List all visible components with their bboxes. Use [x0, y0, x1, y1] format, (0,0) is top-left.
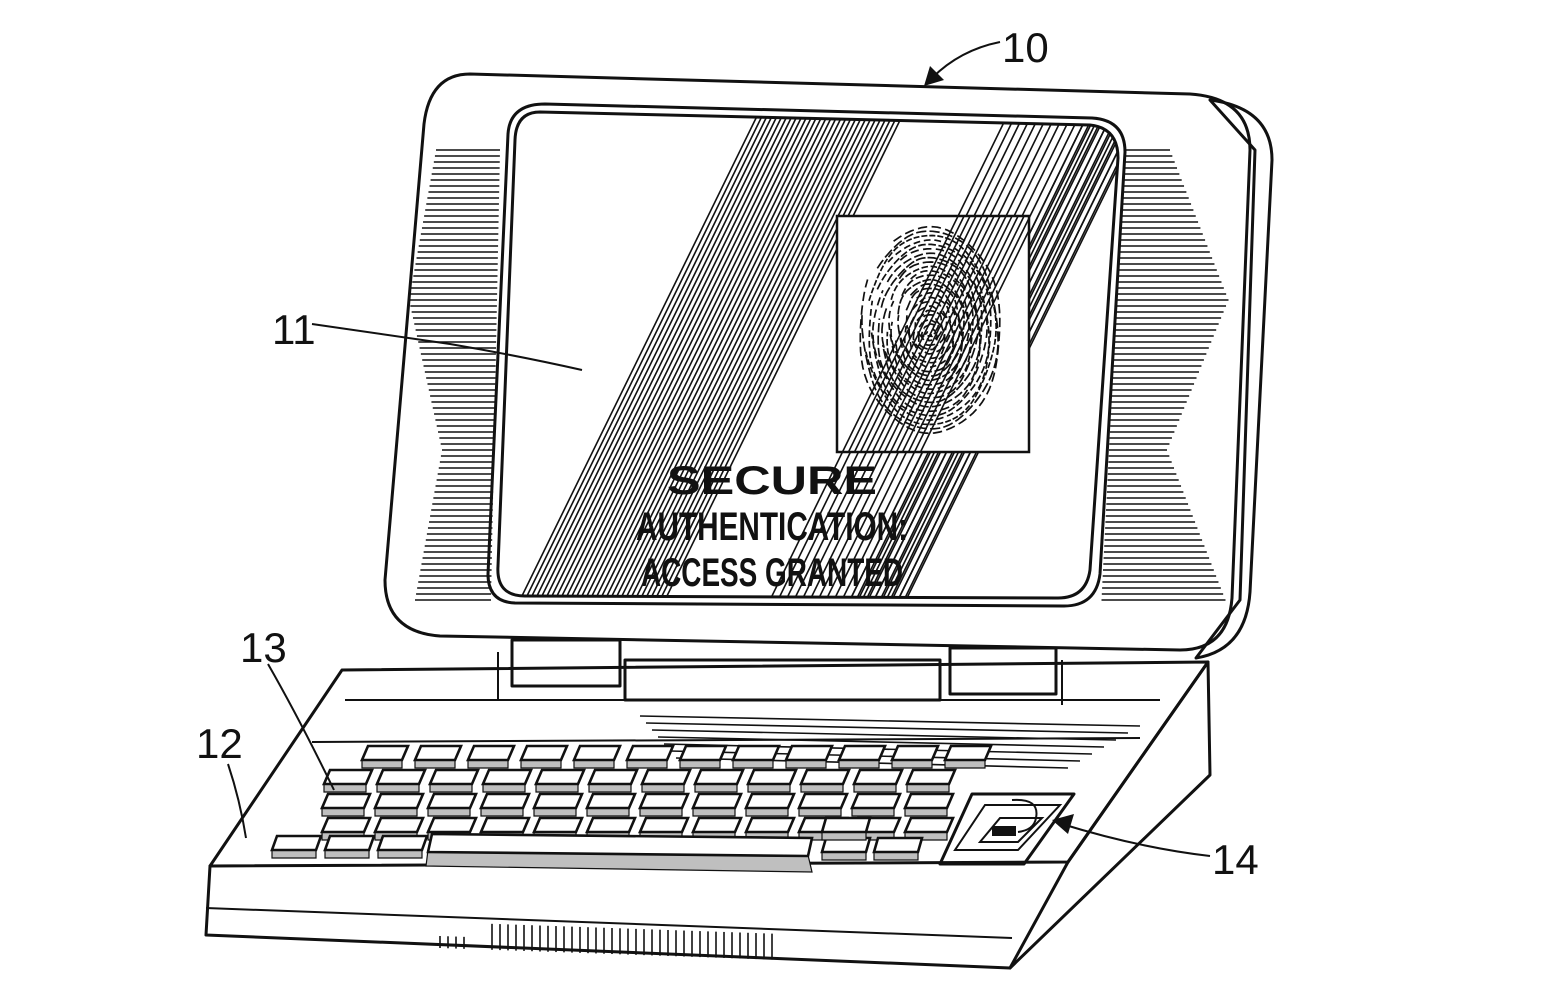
- fingerprint-sensor-icon: [938, 792, 1076, 866]
- key: [572, 744, 622, 769]
- key: [890, 744, 940, 769]
- auth-message-line3: ACCESS GRANTED: [641, 551, 903, 595]
- reference-13: 13: [240, 624, 335, 791]
- display-screen: SECURE AUTHENTICATION: ACCESS GRANTED: [519, 112, 1118, 598]
- key: [585, 792, 637, 817]
- ref-numeral-14: 14: [1212, 836, 1259, 883]
- key: [413, 744, 463, 769]
- ref-numeral-11: 11: [272, 306, 316, 353]
- reference-12: 12: [196, 720, 247, 839]
- key: [850, 792, 902, 817]
- key: [678, 744, 728, 769]
- key: [852, 768, 904, 793]
- fingerprint-window: [835, 214, 1031, 454]
- fingerprint-icon: [859, 225, 1001, 435]
- display-housing: [383, 72, 1274, 660]
- reference-14: 14: [1052, 814, 1259, 883]
- key: [376, 834, 429, 859]
- key: [323, 834, 376, 859]
- key: [731, 744, 781, 769]
- key: [784, 744, 834, 769]
- key: [638, 792, 690, 817]
- bezel-hatching: [409, 149, 1229, 601]
- key: [820, 816, 872, 841]
- key: [837, 744, 887, 769]
- key: [479, 792, 531, 817]
- key: [322, 768, 374, 793]
- key: [373, 792, 425, 817]
- key: [360, 744, 410, 769]
- key: [744, 792, 796, 817]
- key: [640, 768, 692, 793]
- key: [532, 792, 584, 817]
- ref-numeral-12: 12: [196, 720, 243, 767]
- key: [375, 768, 427, 793]
- key: [943, 744, 993, 769]
- reference-10: 10: [924, 24, 1049, 86]
- key: [903, 792, 955, 817]
- key: [270, 834, 323, 859]
- key: [428, 768, 480, 793]
- key: [799, 768, 851, 793]
- key: [519, 744, 569, 769]
- key: [587, 768, 639, 793]
- key: [466, 744, 516, 769]
- key: [797, 792, 849, 817]
- key: [820, 836, 872, 861]
- key: [872, 836, 924, 861]
- key: [693, 768, 745, 793]
- ref-numeral-13: 13: [240, 624, 287, 671]
- key: [625, 744, 675, 769]
- key: [691, 816, 743, 841]
- auth-message-line1: SECURE: [667, 459, 877, 503]
- key: [691, 792, 743, 817]
- reference-11: 11: [272, 306, 583, 371]
- spacebar: [425, 832, 814, 873]
- key: [426, 792, 478, 817]
- vent-grille: [439, 923, 773, 960]
- key: [905, 768, 957, 793]
- key: [320, 792, 372, 817]
- key: [534, 768, 586, 793]
- auth-message: SECURE AUTHENTICATION: ACCESS GRANTED: [636, 459, 908, 595]
- key: [746, 768, 798, 793]
- auth-message-line2: AUTHENTICATION:: [636, 505, 908, 549]
- ref-numeral-10: 10: [1002, 24, 1049, 71]
- key: [481, 768, 533, 793]
